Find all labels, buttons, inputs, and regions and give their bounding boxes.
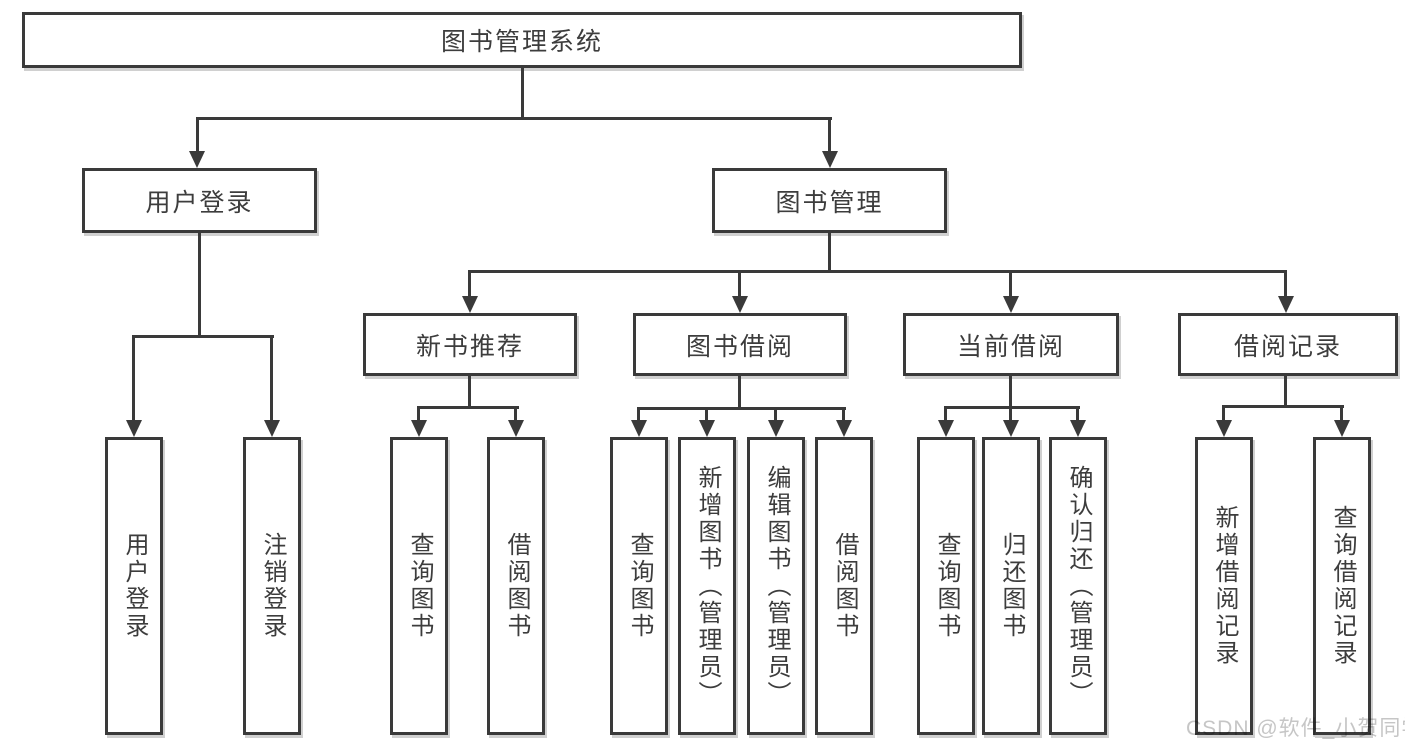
connector-line bbox=[1076, 406, 1079, 422]
node-label: 查询图书 bbox=[406, 532, 433, 640]
connector-line bbox=[774, 407, 777, 422]
connector-line bbox=[1284, 374, 1287, 408]
arrow-down-icon bbox=[1070, 420, 1086, 437]
leaf-edit-book-admin: 编辑图书（管理员） bbox=[747, 437, 805, 735]
connector-line bbox=[944, 406, 947, 422]
arrow-down-icon bbox=[1278, 296, 1294, 313]
leaf-confirm-return-admin: 确认归还（管理员） bbox=[1049, 437, 1107, 735]
connector-line bbox=[132, 335, 135, 420]
connector-line bbox=[468, 270, 471, 300]
arrow-down-icon bbox=[508, 420, 524, 437]
arrow-down-icon bbox=[1003, 296, 1019, 313]
connector-line bbox=[196, 117, 832, 120]
connector-line bbox=[468, 374, 471, 409]
node-label: 借阅图书 bbox=[831, 532, 858, 640]
node-label: 注销登录 bbox=[259, 532, 286, 640]
connector-line bbox=[1009, 270, 1012, 300]
leaf-current-query-book: 查询图书 bbox=[917, 437, 975, 735]
connector-line bbox=[738, 270, 741, 300]
node-borrow-record: 借阅记录 bbox=[1178, 313, 1398, 376]
connector-line bbox=[705, 407, 708, 422]
connector-line bbox=[1222, 405, 1225, 422]
connector-line bbox=[1222, 405, 1344, 408]
leaf-user-login: 用户登录 bbox=[105, 437, 163, 735]
node-user-login: 用户登录 bbox=[82, 168, 317, 233]
leaf-return-book: 归还图书 bbox=[982, 437, 1040, 735]
connector-line bbox=[270, 335, 273, 420]
csdn-watermark: CSDN @软件_小贺同学 bbox=[1186, 717, 1405, 740]
connector-line bbox=[521, 66, 524, 119]
connector-line bbox=[828, 231, 831, 273]
connector-line bbox=[738, 374, 741, 410]
connector-line bbox=[469, 270, 1287, 273]
arrow-down-icon bbox=[126, 420, 142, 437]
connector-line bbox=[637, 407, 846, 410]
node-label: 当前借阅 bbox=[956, 332, 1065, 361]
node-label: 图书管理 bbox=[775, 188, 884, 217]
node-label: 用户登录 bbox=[121, 532, 148, 640]
connector-line bbox=[198, 231, 201, 338]
connector-line bbox=[417, 406, 519, 409]
arrow-down-icon bbox=[1003, 420, 1019, 437]
leaf-logout: 注销登录 bbox=[243, 437, 301, 735]
arrow-down-icon bbox=[699, 420, 715, 437]
connector-line bbox=[828, 117, 831, 154]
node-book-management: 图书管理 bbox=[712, 168, 947, 233]
arrow-down-icon bbox=[631, 420, 647, 437]
connector-line bbox=[132, 335, 274, 338]
arrow-down-icon bbox=[822, 151, 838, 168]
node-label: 确认归还（管理员） bbox=[1065, 464, 1092, 708]
arrow-down-icon bbox=[1216, 420, 1232, 437]
arrow-down-icon bbox=[411, 420, 427, 437]
node-label: 查询借阅记录 bbox=[1329, 505, 1356, 667]
node-label: 借阅记录 bbox=[1233, 332, 1342, 361]
leaf-add-book-admin: 新增图书（管理员） bbox=[678, 437, 736, 735]
node-label: 归还图书 bbox=[998, 532, 1025, 640]
arrow-down-icon bbox=[264, 420, 280, 437]
connector-line bbox=[944, 406, 1080, 409]
node-label: 新书推荐 bbox=[415, 332, 524, 361]
node-system-root: 图书管理系统 bbox=[22, 12, 1022, 68]
node-label: 新增图书（管理员） bbox=[694, 464, 721, 708]
connector-line bbox=[1284, 270, 1287, 300]
node-label: 查询图书 bbox=[933, 532, 960, 640]
leaf-query-borrow-record: 查询借阅记录 bbox=[1313, 437, 1371, 735]
node-label: 查询图书 bbox=[626, 532, 653, 640]
node-label: 图书借阅 bbox=[685, 332, 794, 361]
connector-line bbox=[842, 407, 845, 422]
node-label: 图书管理系统 bbox=[440, 28, 603, 56]
connector-line bbox=[1340, 405, 1343, 422]
leaf-borrow-book: 借阅图书 bbox=[815, 437, 873, 735]
arrow-down-icon bbox=[938, 420, 954, 437]
node-label: 新增借阅记录 bbox=[1211, 505, 1238, 667]
node-label: 编辑图书（管理员） bbox=[763, 464, 790, 708]
connector-line bbox=[637, 407, 640, 422]
leaf-add-borrow-record: 新增借阅记录 bbox=[1195, 437, 1253, 735]
node-current-borrow: 当前借阅 bbox=[903, 313, 1119, 376]
connector-line bbox=[1009, 406, 1012, 422]
node-label: 借阅图书 bbox=[503, 532, 530, 640]
leaf-recommend-borrow-book: 借阅图书 bbox=[487, 437, 545, 735]
arrow-down-icon bbox=[768, 420, 784, 437]
leaf-borrow-query-book: 查询图书 bbox=[610, 437, 668, 735]
connector-line bbox=[417, 406, 420, 422]
arrow-down-icon bbox=[732, 296, 748, 313]
connector-line bbox=[1009, 374, 1012, 409]
connector-line bbox=[196, 117, 199, 154]
node-book-borrow: 图书借阅 bbox=[633, 313, 847, 376]
node-label: 用户登录 bbox=[145, 188, 254, 217]
leaf-recommend-query-book: 查询图书 bbox=[390, 437, 448, 735]
arrow-down-icon bbox=[1334, 420, 1350, 437]
connector-line bbox=[514, 406, 517, 422]
node-new-book-recommend: 新书推荐 bbox=[363, 313, 577, 376]
arrow-down-icon bbox=[189, 151, 205, 168]
arrow-down-icon bbox=[836, 420, 852, 437]
arrow-down-icon bbox=[462, 296, 478, 313]
